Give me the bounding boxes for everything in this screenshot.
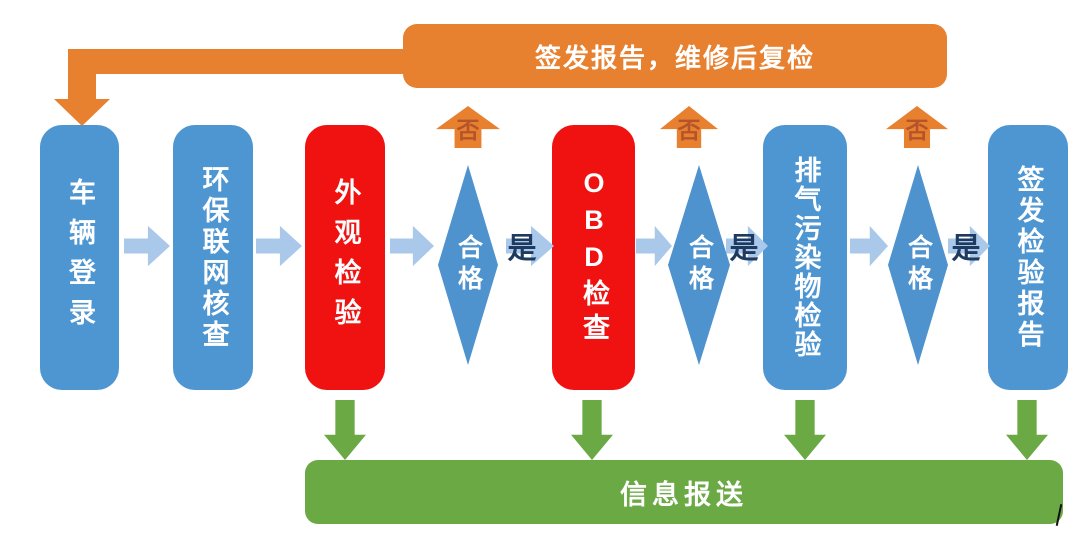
flow-arrow-icon-7: [850, 225, 888, 267]
decision-qualified-1: 合格: [438, 165, 498, 365]
return-arrow-horizontal-segment: [68, 49, 403, 74]
node-issue-inspection-report: 签发检验报告: [988, 125, 1068, 390]
report-arrow-icon-2: [571, 400, 613, 460]
node-vehicle-login: 车辆登录: [40, 125, 119, 390]
return-arrow-vertical-segment: [68, 49, 96, 101]
yes-label-2: 是: [729, 233, 759, 265]
decision-label: 合格: [454, 234, 483, 296]
flow-arrow-icon-5: [636, 225, 672, 267]
flow-arrow-icon-1: [124, 225, 170, 267]
reissue-report-banner-label: 签发报告，维修后复检: [534, 42, 815, 73]
info-report-label: 信息报送: [620, 479, 748, 510]
no-label-3: 否: [905, 117, 929, 143]
return-arrow-head-icon: [54, 99, 110, 126]
node-label: 环保联网核查: [198, 164, 229, 351]
node-label: 外观检验: [330, 177, 361, 338]
decision-label: 合格: [904, 234, 933, 296]
flow-arrow-icon-3: [390, 225, 434, 267]
node-label: 排气污染物检验: [790, 156, 821, 359]
no-label-2: 否: [677, 117, 701, 143]
node-label: OBD检查: [579, 168, 609, 347]
node-label: 签发检验报告: [1013, 164, 1044, 351]
decision-qualified-2: 合格: [668, 165, 730, 365]
node-env-network-check: 环保联网核查: [173, 125, 253, 390]
report-arrow-icon-3: [784, 400, 826, 460]
info-report-bar: 信息报送: [305, 460, 1063, 524]
node-label: 车辆登录: [65, 177, 95, 338]
decision-qualified-3: 合格: [888, 165, 948, 365]
report-arrow-icon-4: [1006, 400, 1048, 460]
yes-label-1: 是: [507, 233, 537, 265]
reissue-report-banner: 签发报告，维修后复检: [403, 24, 947, 88]
decision-label: 合格: [685, 234, 714, 296]
no-label-1: 否: [456, 117, 480, 143]
flow-arrow-icon-2: [256, 225, 302, 267]
node-obd-check: OBD检查: [552, 125, 635, 390]
report-arrow-icon-1: [324, 400, 366, 460]
node-exhaust-pollutant-inspection: 排气污染物检验: [763, 125, 847, 390]
node-appearance-inspection: 外观检验: [305, 125, 385, 390]
yes-label-3: 是: [951, 233, 981, 265]
